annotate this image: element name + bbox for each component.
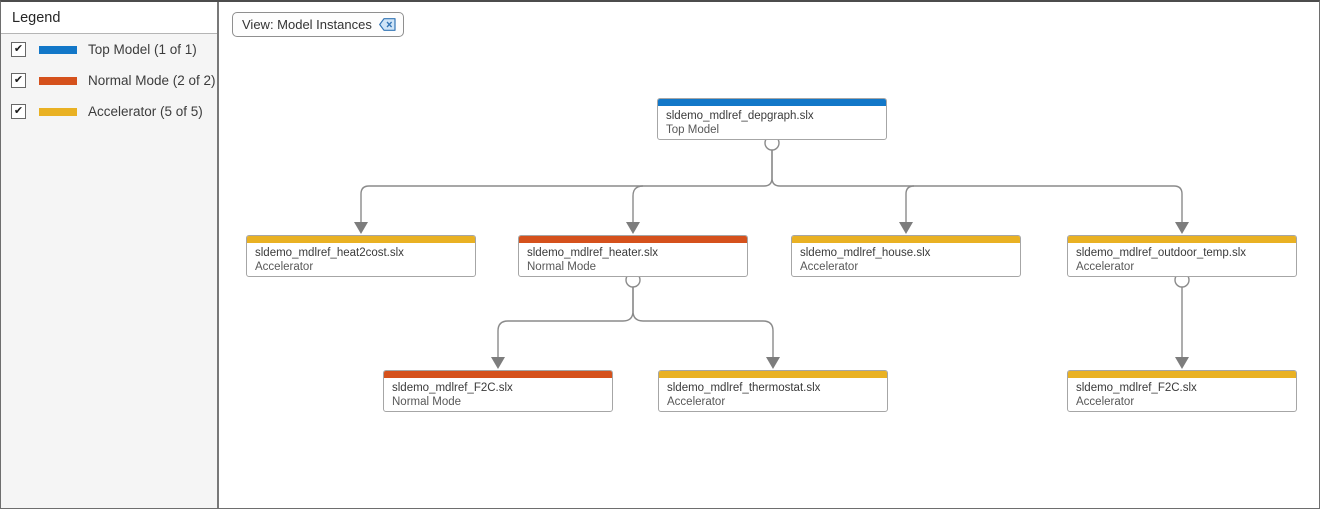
node-file-name: sldemo_mdlref_house.slx [800, 247, 931, 259]
clear-view-filter-icon[interactable] [378, 18, 396, 31]
legend-title: Legend [1, 2, 217, 34]
top-model-color-swatch [39, 45, 77, 54]
model-node-house[interactable]: sldemo_mdlref_house.slx Accelerator [791, 235, 1021, 277]
legend-item-label: Top Model (1 of 1) [88, 42, 197, 57]
legend-item-top-model: ✔ Top Model (1 of 1) [1, 34, 217, 65]
node-file-name: sldemo_mdlref_thermostat.slx [667, 382, 821, 394]
normal-mode-color-swatch [39, 76, 77, 85]
legend-panel: Legend ✔ Top Model (1 of 1) ✔ Normal Mod… [1, 2, 219, 508]
node-mode-bar [247, 236, 475, 243]
node-mode-bar [792, 236, 1020, 243]
node-mode-bar [658, 99, 886, 106]
check-icon: ✔ [13, 105, 24, 117]
node-mode-label: Normal Mode [392, 396, 462, 408]
view-filter-chip[interactable]: View: Model Instances [232, 12, 404, 37]
model-node-outdoor-temp[interactable]: sldemo_mdlref_outdoor_temp.slx Accelerat… [1067, 235, 1297, 277]
check-icon: ✔ [13, 74, 24, 86]
model-node-f2c-accel[interactable]: sldemo_mdlref_F2C.slx Accelerator [1067, 370, 1297, 412]
model-node-heat2cost[interactable]: sldemo_mdlref_heat2cost.slx Accelerator [246, 235, 476, 277]
node-file-name: sldemo_mdlref_F2C.slx [392, 382, 513, 394]
node-mode-bar [384, 371, 612, 378]
model-node-f2c-normal[interactable]: sldemo_mdlref_F2C.slx Normal Mode [383, 370, 613, 412]
node-mode-bar [519, 236, 747, 243]
node-mode-label: Accelerator [800, 261, 859, 273]
node-mode-label: Normal Mode [527, 261, 597, 273]
model-node-depgraph[interactable]: sldemo_mdlref_depgraph.slx Top Model [657, 98, 887, 140]
node-mode-label: Accelerator [1076, 261, 1135, 273]
legend-item-accelerator: ✔ Accelerator (5 of 5) [1, 96, 217, 127]
node-mode-bar [1068, 236, 1296, 243]
legend-item-label: Normal Mode (2 of 2) [88, 73, 216, 88]
model-node-heater[interactable]: sldemo_mdlref_heater.slx Normal Mode [518, 235, 748, 277]
view-filter-label: View: Model Instances [242, 17, 372, 32]
accelerator-color-swatch [39, 107, 77, 116]
node-mode-label: Accelerator [255, 261, 314, 273]
node-file-name: sldemo_mdlref_F2C.slx [1076, 382, 1197, 394]
node-file-name: sldemo_mdlref_depgraph.slx [666, 110, 814, 122]
legend-item-normal-mode: ✔ Normal Mode (2 of 2) [1, 65, 217, 96]
node-file-name: sldemo_mdlref_heat2cost.slx [255, 247, 404, 259]
normal-mode-checkbox[interactable]: ✔ [11, 73, 26, 88]
legend-item-label: Accelerator (5 of 5) [88, 104, 203, 119]
node-mode-bar [1068, 371, 1296, 378]
node-file-name: sldemo_mdlref_outdoor_temp.slx [1076, 247, 1247, 259]
node-mode-bar [659, 371, 887, 378]
accelerator-checkbox[interactable]: ✔ [11, 104, 26, 119]
node-mode-label: Accelerator [667, 396, 726, 408]
node-mode-label: Accelerator [1076, 396, 1135, 408]
model-node-thermostat[interactable]: sldemo_mdlref_thermostat.slx Accelerator [658, 370, 888, 412]
top-model-checkbox[interactable]: ✔ [11, 42, 26, 57]
node-file-name: sldemo_mdlref_heater.slx [527, 247, 659, 259]
check-icon: ✔ [13, 43, 24, 55]
node-mode-label: Top Model [666, 124, 720, 136]
